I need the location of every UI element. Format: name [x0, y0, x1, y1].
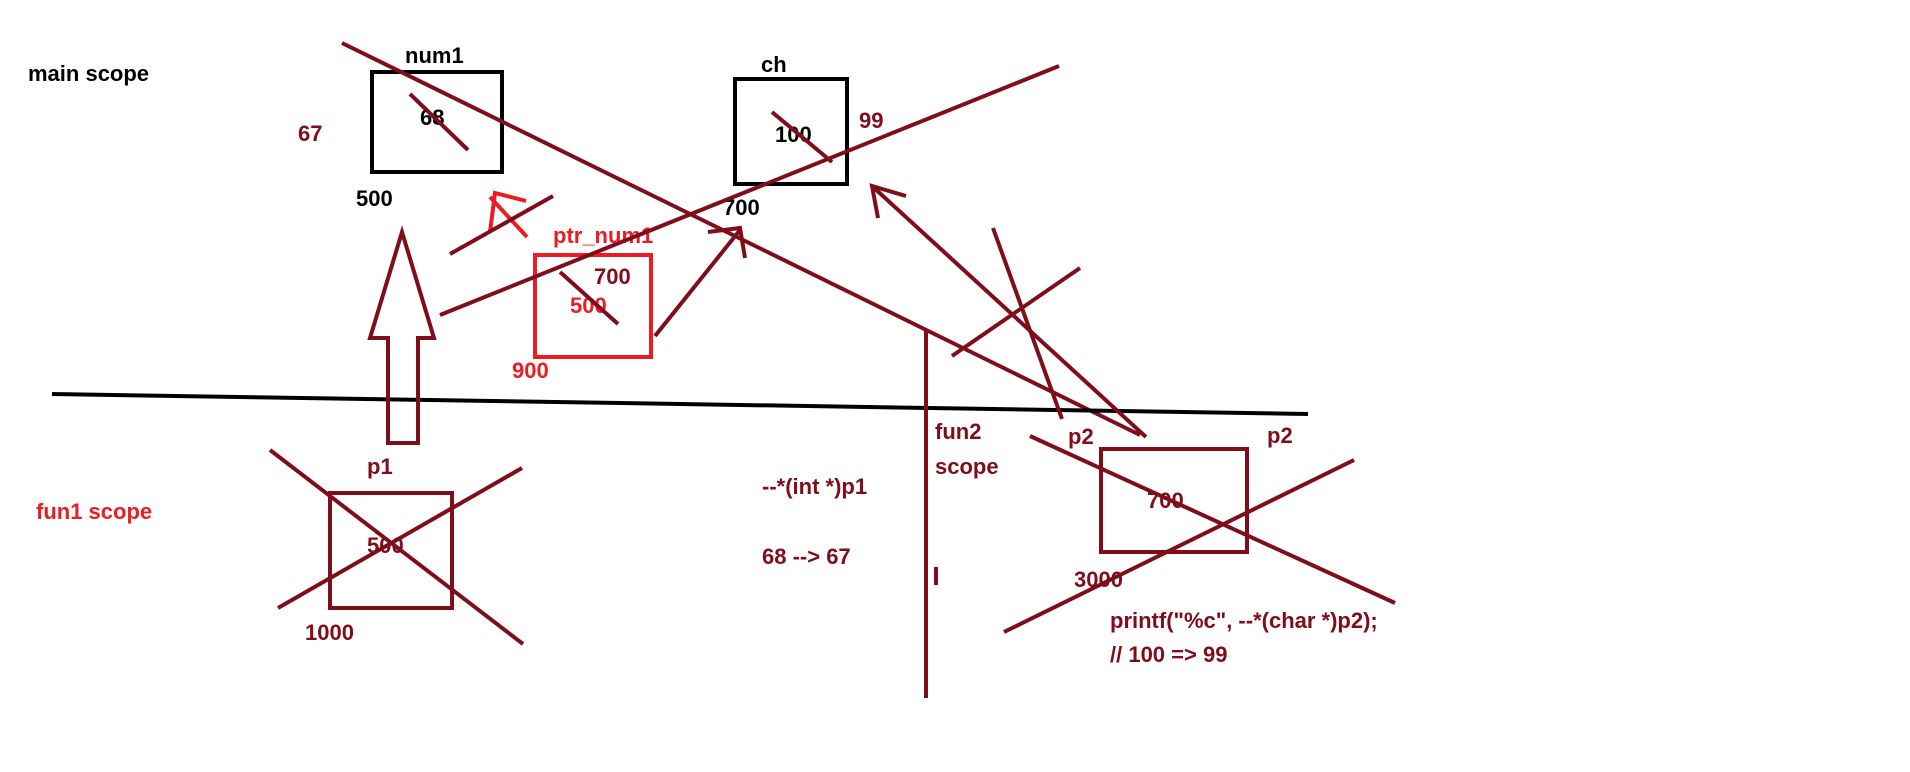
ptr-to-num1-arrow-strike: [449, 194, 554, 256]
fun2-code-line2: // 100 => 99: [1110, 642, 1227, 667]
ch-value: 100: [775, 122, 812, 147]
p2-box: [1099, 447, 1249, 554]
ch-box: [733, 77, 849, 186]
p2-address: 3000: [1074, 567, 1123, 592]
main-cross-line-1: [341, 41, 1141, 437]
ptr-num1-value-strike: [558, 270, 620, 326]
main-cross-line-2: [439, 64, 1060, 317]
fun2-code-line1: printf("%c", --*(char *)p2);: [1110, 608, 1378, 633]
p1-cross-line-2: [277, 466, 523, 610]
ch-value-strike: [770, 110, 834, 164]
ptr-num1-new-value: 700: [594, 264, 631, 289]
p2-to-ch-arrow-strike-2: [950, 266, 1082, 358]
p1-cross-line-1: [268, 448, 525, 646]
fun1-expression: --*(int *)p1: [762, 474, 867, 499]
fun1-scope-label: fun1 scope: [36, 499, 152, 524]
p2-to-ch-arrow: [869, 183, 1148, 439]
ptr-num1-address: 900: [512, 358, 549, 383]
p2-to-ch-arrow-strike-1: [991, 227, 1064, 420]
ptr-to-num1-arrow: [488, 190, 529, 239]
fun2-scope-label-line2: scope: [935, 454, 999, 479]
p2-name-alt: p2: [1267, 423, 1293, 448]
p2-cross-line-1: [1029, 434, 1396, 605]
p1-box: [328, 491, 454, 610]
scope-divider-line: [51, 392, 1309, 416]
num1-value-strike: [408, 92, 470, 152]
ch-name: ch: [761, 52, 787, 77]
p2-name: p2: [1068, 424, 1094, 449]
p2-cross-line-2: [1003, 458, 1355, 634]
fun2-scope-label-line1: fun2: [935, 419, 981, 444]
num1-name: num1: [405, 43, 464, 68]
p1-address: 1000: [305, 620, 354, 645]
num1-address: 500: [356, 186, 393, 211]
p1-to-num1-arrow: [367, 225, 437, 445]
ptr-to-ch-arrow: [653, 225, 747, 338]
num1-new-value: 67: [298, 121, 322, 146]
ch-new-value: 99: [859, 108, 883, 133]
main-scope-label: main scope: [28, 61, 149, 86]
fun1-change: 68 --> 67: [762, 544, 851, 569]
p1-name: p1: [367, 454, 393, 479]
